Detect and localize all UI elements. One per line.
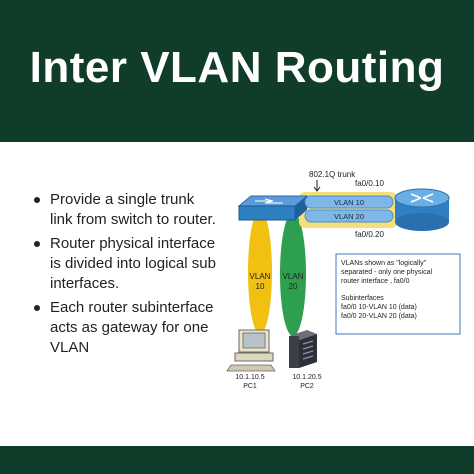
pc1-name-label: PC1 [243, 383, 257, 390]
note-line-6: fa0/0 20-VLAN 20 (data) [341, 313, 417, 320]
trunk-label: 802.1Q trunk [309, 170, 356, 179]
subinterface-bottom-label: fa0/0.20 [355, 230, 384, 239]
pc2-ip-label: 10.1.20.5 [292, 374, 321, 381]
vlan10-label-line2: 10 [256, 282, 265, 291]
pc2-name-label: PC2 [300, 383, 314, 390]
pc1-icon [226, 329, 276, 372]
bullet-item: Provide a single trunk link from switch … [30, 190, 220, 230]
page-title: Inter VLAN Routing [29, 43, 445, 92]
note-line-3: router interface , fa0/0 [341, 278, 410, 285]
router-icon [394, 188, 450, 231]
pipe-vlan10-label: VLAN 10 [334, 198, 364, 207]
bullet-dot-icon [34, 197, 40, 203]
pc1-ip-label: 10.1.10.5 [235, 374, 264, 381]
bullet-text: Router physical interface is divided int… [50, 235, 216, 292]
switch-icon [237, 195, 309, 221]
bullet-item: Router physical interface is divided int… [30, 234, 220, 294]
bullet-text: Each router subinterface acts as gateway… [50, 299, 214, 356]
vlan20-label-line2: 20 [289, 282, 298, 291]
bullet-dot-icon [34, 241, 40, 247]
vlan10-label-line1: VLAN [250, 272, 271, 281]
bullet-item: Each router subinterface acts as gateway… [30, 298, 220, 358]
bullet-list: Provide a single trunk link from switch … [30, 190, 220, 362]
subinterface-vlan10-pipe [304, 195, 394, 209]
note-line-1: VLANs shown as "logically" [341, 260, 427, 267]
network-diagram: VLAN 10 VLAN 20 VLAN 10 VLAN 20 802.1Q t… [226, 170, 461, 390]
note-box [335, 253, 461, 335]
pc2-icon [289, 330, 317, 368]
note-line-4: Subinterfaces [341, 295, 384, 302]
footer-bar [0, 446, 474, 474]
bullet-dot-icon [34, 305, 40, 311]
vlan20-link [280, 212, 306, 336]
note-line-2: separated - only one physical [341, 269, 432, 276]
vlan10-link [248, 210, 272, 334]
note-line-5: fa0/0 10-VLAN 10 (data) [341, 304, 417, 311]
trunk-arrow-icon [313, 180, 321, 192]
subinterface-vlan20-pipe [304, 209, 394, 223]
vlan20-label-line1: VLAN [283, 272, 304, 281]
pipe-vlan20-label: VLAN 20 [334, 212, 364, 221]
subinterface-top-label: fa0/0.10 [355, 179, 384, 188]
header-banner [0, 0, 474, 142]
bullet-text: Provide a single trunk link from switch … [50, 191, 216, 228]
